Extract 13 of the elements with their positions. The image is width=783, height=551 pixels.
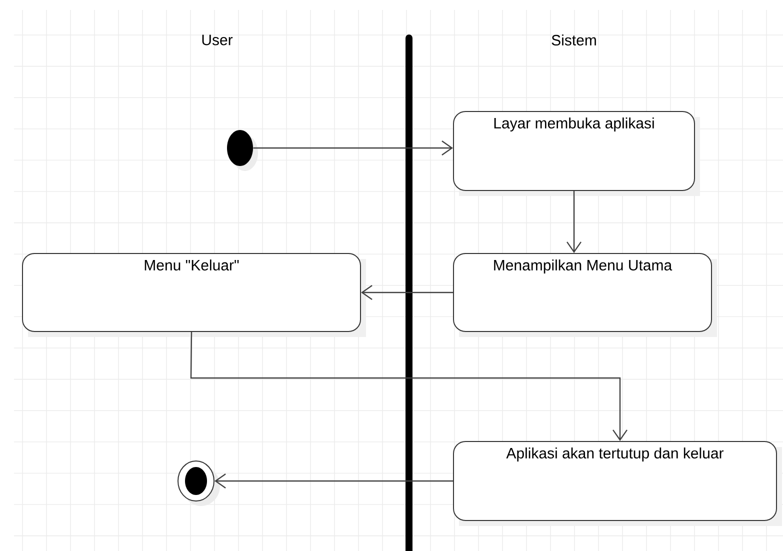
initial-node	[227, 130, 258, 171]
arrow	[361, 285, 453, 300]
action-box: Aplikasi akan tertutup dan keluar	[453, 441, 782, 526]
final-node	[178, 460, 220, 506]
arrow	[253, 140, 453, 156]
action-box: Menu "Keluar"	[22, 253, 366, 337]
action-box: Layar membuka aplikasi	[453, 111, 700, 196]
lane-heading: User	[202, 34, 233, 46]
arrow	[214, 474, 453, 488]
action-box: Menampilkan Menu Utama	[453, 253, 718, 337]
arrow	[566, 191, 582, 253]
arrow	[190, 332, 628, 441]
lane-heading: Sistem	[552, 34, 596, 46]
